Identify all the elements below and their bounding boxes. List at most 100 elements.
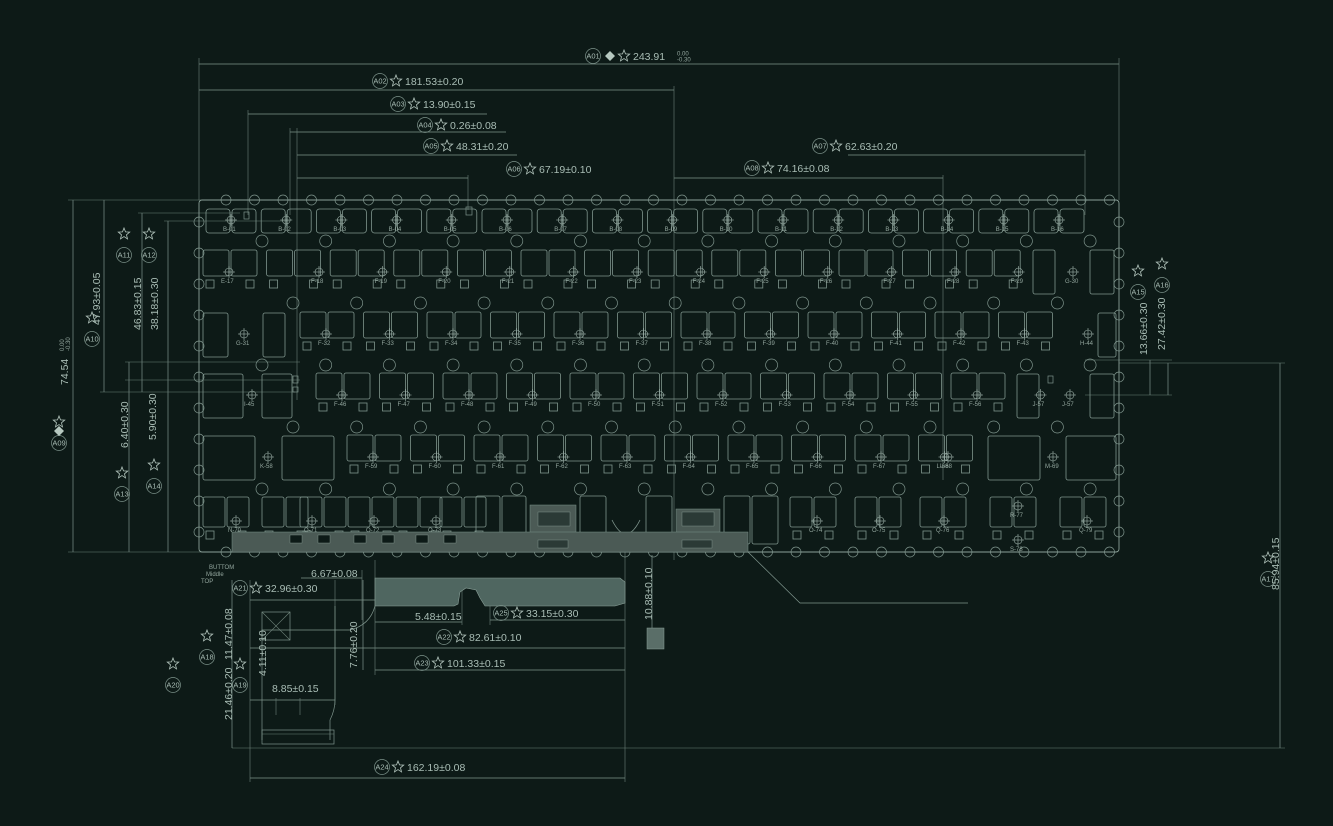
key-cutout (581, 311, 609, 339)
star-icon (249, 580, 263, 594)
key-crosshair: F-20 (438, 266, 453, 285)
key-cutout (692, 434, 719, 462)
edge-notch (1075, 194, 1087, 206)
key-crosshair: F-18 (311, 266, 325, 285)
key-cutout (426, 208, 452, 234)
key-cutout (866, 249, 894, 277)
key-label: F-23 (629, 279, 642, 285)
key-cutout (421, 249, 449, 277)
key-cutout (426, 311, 454, 339)
key-label: F-22 (565, 279, 578, 285)
plate-hole (541, 296, 555, 310)
edge-notch (448, 194, 460, 206)
plate-hole (796, 296, 809, 310)
callout-id: A21 (233, 584, 246, 593)
callout-value: 11.47±0.08 (223, 608, 235, 660)
callout-value: 13.66±0.30 (1138, 302, 1150, 355)
key-tab (889, 530, 899, 540)
key-cutout (393, 249, 421, 277)
plate-hole (1020, 482, 1033, 496)
key-label: M-69 (1045, 464, 1059, 470)
key-crosshair: F-56 (969, 389, 983, 408)
key-tab (857, 464, 867, 474)
callout-bubble (506, 161, 522, 177)
edge-notch (648, 194, 659, 206)
edge-notch (193, 526, 205, 538)
plate-hole (701, 482, 715, 496)
key-cutout (600, 434, 628, 462)
key-tab (469, 341, 479, 351)
edge-notch (193, 464, 205, 476)
key-cutout (501, 434, 529, 462)
key-label: B-05 (444, 227, 457, 233)
key-label: B-02 (278, 227, 291, 233)
edge-notch (220, 546, 232, 558)
key-tab (810, 341, 820, 351)
key-cutout (618, 208, 643, 234)
key-tab (580, 464, 589, 474)
key-label: F-40 (826, 341, 839, 347)
callout-bubble (414, 655, 430, 671)
key-crosshair: Q-79 (1079, 515, 1093, 534)
key-label: F-39 (763, 341, 776, 347)
key-cutout (628, 434, 656, 462)
edge-notch (619, 194, 631, 206)
plate-hole (286, 296, 300, 310)
key-label: F-50 (588, 402, 601, 408)
key-cutout (791, 434, 818, 462)
key-cutout (813, 496, 837, 528)
callout-id: A03 (391, 100, 404, 109)
key-crosshair: F-65 (746, 451, 760, 470)
key-tab (603, 464, 613, 474)
key-cutout (918, 434, 945, 462)
star-icon (147, 457, 161, 471)
key-label: K-58 (260, 464, 273, 470)
key-crosshair: B-14 (941, 214, 955, 233)
plate-hole (574, 482, 587, 496)
key-cutout (702, 208, 728, 234)
edge-notch (193, 371, 205, 383)
key-tab (429, 341, 439, 351)
key-cutout (807, 311, 835, 339)
callout-bubble (372, 73, 388, 89)
plate-hole (1051, 296, 1064, 310)
key-tab (992, 530, 1002, 540)
callout-bubble (1154, 277, 1170, 293)
plate-hole (383, 234, 396, 248)
callout-id: A08 (745, 164, 758, 173)
key-label: F-59 (365, 464, 378, 470)
key-cutout (708, 311, 736, 339)
edge-notch (904, 194, 916, 206)
key-crosshair: F-52 (715, 389, 729, 408)
key-tab (650, 279, 660, 289)
key-cutout (772, 311, 799, 339)
plate-hole (350, 296, 364, 310)
key-label: O-74 (809, 528, 823, 534)
key-crosshair: F-62 (556, 451, 570, 470)
callout-id: A19 (233, 681, 246, 690)
key-label: F-25 (756, 279, 769, 285)
edge-notch (847, 194, 859, 206)
key-tab (509, 402, 518, 412)
callout-id: A06 (507, 165, 520, 174)
star-icon (389, 73, 403, 87)
key-cutout (452, 208, 478, 234)
key-tab (667, 464, 676, 474)
edge-notch (762, 546, 773, 558)
key-label: F-24 (693, 279, 706, 285)
key-crosshair: F-49 (525, 389, 539, 408)
key-crosshair: B-08 (609, 214, 624, 233)
key-tab (993, 402, 1003, 412)
star-icon (453, 629, 467, 643)
key-label: S-78 (1010, 547, 1023, 553)
key-crosshair: B-05 (444, 214, 458, 233)
dim-flex-height: 7.76±0.20 (348, 621, 360, 668)
key-label: F-26 (820, 279, 833, 285)
